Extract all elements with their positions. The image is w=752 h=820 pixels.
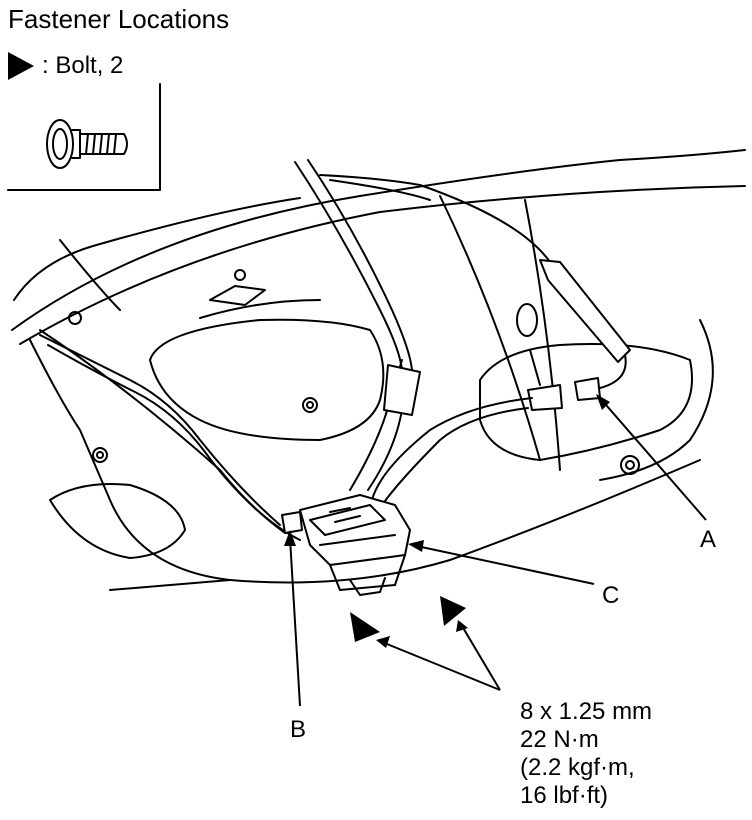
arrow-b-icon <box>284 530 296 546</box>
filled-triangle-icon <box>8 52 34 80</box>
torque-spec-line: (2.2 kgf·m, <box>520 754 635 781</box>
bolt-icon <box>46 119 128 169</box>
bolt-marker-right-icon <box>440 596 466 626</box>
torque-spec: 8 x 1.25 mm 22 N·m (2.2 kgf·m, 16 lbf·ft… <box>520 698 652 810</box>
torque-spec-line: 16 lbf·ft) <box>520 782 609 809</box>
callout-b: B <box>290 716 307 743</box>
torque-spec-line: 8 x 1.25 mm <box>520 698 653 725</box>
arrow-a-icon <box>596 394 610 410</box>
bolt-legend-box <box>7 83 161 191</box>
bolt-legend: : Bolt, 2 <box>8 52 123 80</box>
callout-a: A <box>700 526 717 553</box>
bolt-marker-left-icon <box>350 612 380 642</box>
page-title: Fastener Locations <box>8 4 230 34</box>
trunk-latch <box>299 494 411 566</box>
arrow-c-icon <box>408 540 424 552</box>
bolt-legend-label: : Bolt, 2 <box>42 52 124 79</box>
torque-spec-line: 22 N·m <box>520 726 599 753</box>
callout-c: C <box>602 582 620 609</box>
